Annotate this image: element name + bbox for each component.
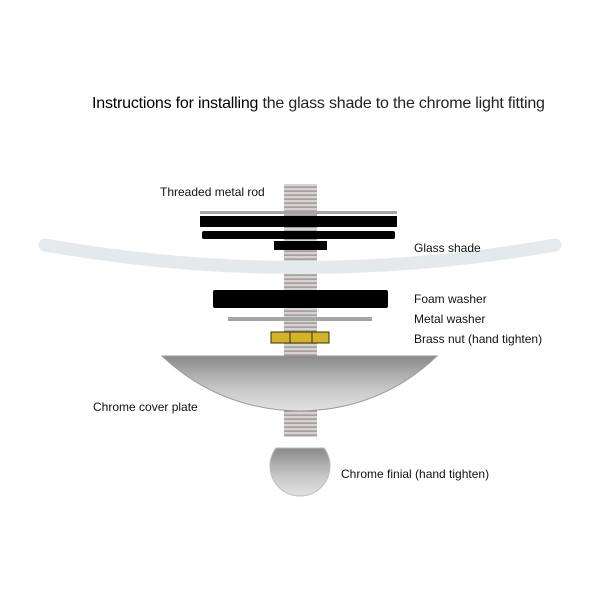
label-threaded-metal-rod: Threaded metal rod: [160, 185, 265, 199]
label-foam-washer: Foam washer: [414, 292, 487, 306]
label-brass-nut: Brass nut (hand tighten): [414, 332, 543, 346]
label-glass-shade: Glass shade: [414, 241, 481, 255]
title-rest: the glass shade to the chrome light fitt…: [262, 95, 545, 112]
diagram-title: Instructions for installing the glass sh…: [92, 95, 545, 113]
metal-washer: [228, 317, 372, 321]
label-chrome-finial: Chrome finial (hand tighten): [341, 467, 490, 481]
foam-washer: [213, 290, 388, 308]
top-black-washer: [200, 216, 397, 227]
top-foam-washer: [202, 231, 395, 239]
chrome-finial: [269, 447, 331, 497]
top-metal-washer: [200, 211, 397, 214]
top-spacer: [274, 241, 327, 250]
title-lead: Instructions for installing: [92, 95, 259, 112]
label-metal-washer: Metal washer: [414, 312, 486, 326]
chrome-cover-plate: [160, 355, 439, 412]
label-chrome-cover-plate: Chrome cover plate: [93, 400, 198, 414]
glass-shade: [38, 238, 562, 274]
brass-nut: [270, 331, 330, 344]
